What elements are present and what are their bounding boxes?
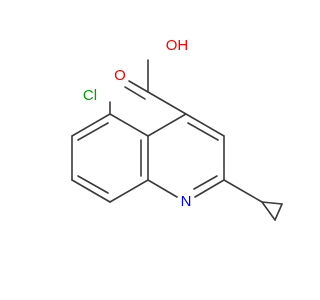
bond-carboxyl-o-double [124, 86, 146, 100]
benzene-ring [71, 113, 149, 203]
bond-c5-c6 [71, 113, 111, 137]
molecule-diagram: OH O Cl N [71, 36, 283, 221]
bond-c4-carboxyl [147, 91, 187, 115]
carboxylic-acid-group [124, 59, 187, 115]
bond-c5-c6-inner [77, 122, 109, 141]
bond-n1-c8a [147, 179, 178, 198]
cyclopropyl-group [223, 179, 283, 221]
pyridine-ring [147, 113, 225, 198]
carbonyl-oxygen-label: O [114, 67, 126, 84]
bond-c2-n1-inner [193, 175, 218, 190]
hydroxyl-label: OH [166, 37, 189, 54]
bond-c4-c3-inner [187, 122, 219, 141]
bond-c4a-c5 [109, 113, 149, 137]
bond-c4-c3 [185, 113, 225, 137]
structure-drawing: OH O Cl N [71, 37, 283, 221]
bond-c2-cyclopropyl [223, 179, 263, 203]
bond-cyclopropyl-b [261, 201, 276, 221]
bond-c2-n1 [194, 179, 225, 198]
bond-c4a-c4 [147, 113, 187, 137]
nitrogen-label: N [181, 193, 192, 210]
bond-c7-c8-inner [77, 175, 109, 194]
bond-carboxyl-o [128, 80, 149, 93]
bond-cyclopropyl-c [274, 203, 283, 221]
bond-cyclopropyl-a [261, 201, 283, 205]
chlorine-label: Cl [83, 87, 97, 104]
bond-c7-c8 [71, 179, 111, 203]
bond-c8-c8a [109, 179, 149, 203]
